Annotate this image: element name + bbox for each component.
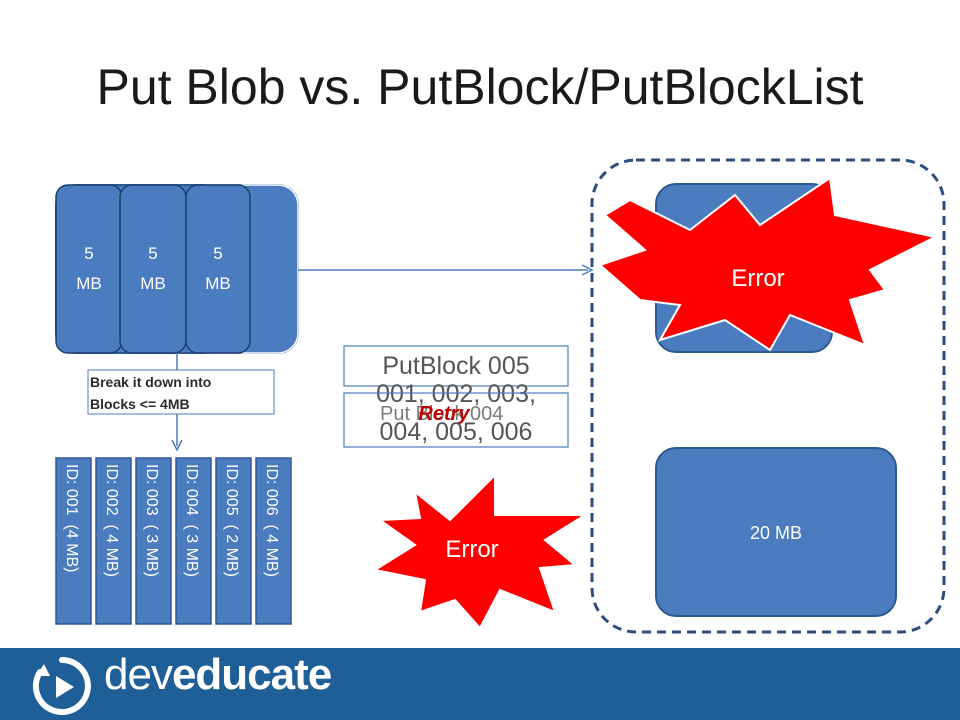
block-label: ID: 006 ( 4 MB) — [263, 464, 280, 577]
block-label: ID: 003 ( 3 MB) — [143, 464, 160, 577]
brand-light: dev — [104, 650, 173, 699]
put-block-box — [343, 345, 569, 387]
upload-arrow-head — [581, 264, 594, 276]
retry-prefix: Put Block 004 — [380, 403, 503, 425]
block — [135, 457, 172, 625]
break-note-box — [87, 369, 275, 415]
block — [215, 457, 252, 625]
source-segment — [119, 184, 187, 354]
block-label: ID: 004 ( 3 MB) — [183, 464, 200, 577]
break-note-line1: Break it down into — [90, 374, 211, 390]
segment-unit: MB — [76, 274, 102, 293]
block-label: ID: 005 ( 2 MB) — [223, 464, 240, 577]
lower-error-burst — [372, 472, 589, 630]
block — [55, 457, 92, 625]
put-block-label: PutBlock 005 — [382, 352, 529, 380]
target-blob-lower — [655, 447, 897, 617]
brand-logo: deveducate — [104, 650, 332, 700]
block-label: ID: 002 ( 4 MB) — [103, 464, 120, 577]
put-block-list-line2: 004, 005, 006 — [380, 418, 533, 446]
source-segment — [185, 184, 251, 354]
segment-size: 5 — [148, 244, 157, 263]
block-label: ID: 001 (4 MB) — [63, 464, 80, 572]
put-block-list-line1: 001, 002, 003, — [376, 380, 536, 408]
lower-error-label: Error — [445, 536, 498, 563]
block — [95, 457, 132, 625]
segment-unit: MB — [205, 274, 231, 293]
slide-title: Put Blob vs. PutBlock/PutBlockList — [96, 59, 864, 115]
retry-word: Retry — [418, 403, 470, 425]
segment-size: 5 — [213, 244, 222, 263]
break-note-line2: Blocks <= 4MB — [90, 396, 190, 412]
footer-bar — [0, 648, 960, 720]
source-blob: 5 MB 5 MB 5 MB — [55, 184, 299, 354]
block — [255, 457, 292, 625]
storage-container — [590, 158, 946, 634]
block-list: ID: 001 (4 MB) ID: 002 ( 4 MB) ID: 003 (… — [55, 457, 292, 625]
result-size: 20 MB — [750, 523, 802, 543]
block — [175, 457, 212, 625]
upper-error-burst — [598, 176, 938, 352]
source-segment — [55, 184, 123, 354]
segment-size: 5 — [84, 244, 93, 263]
play-logo-icon — [32, 657, 91, 715]
brand-bold: educate — [171, 650, 332, 699]
put-block-list-box — [343, 392, 569, 448]
upper-error-label: Error — [731, 265, 784, 292]
split-arrow-head — [171, 439, 183, 452]
segment-unit: MB — [140, 274, 166, 293]
